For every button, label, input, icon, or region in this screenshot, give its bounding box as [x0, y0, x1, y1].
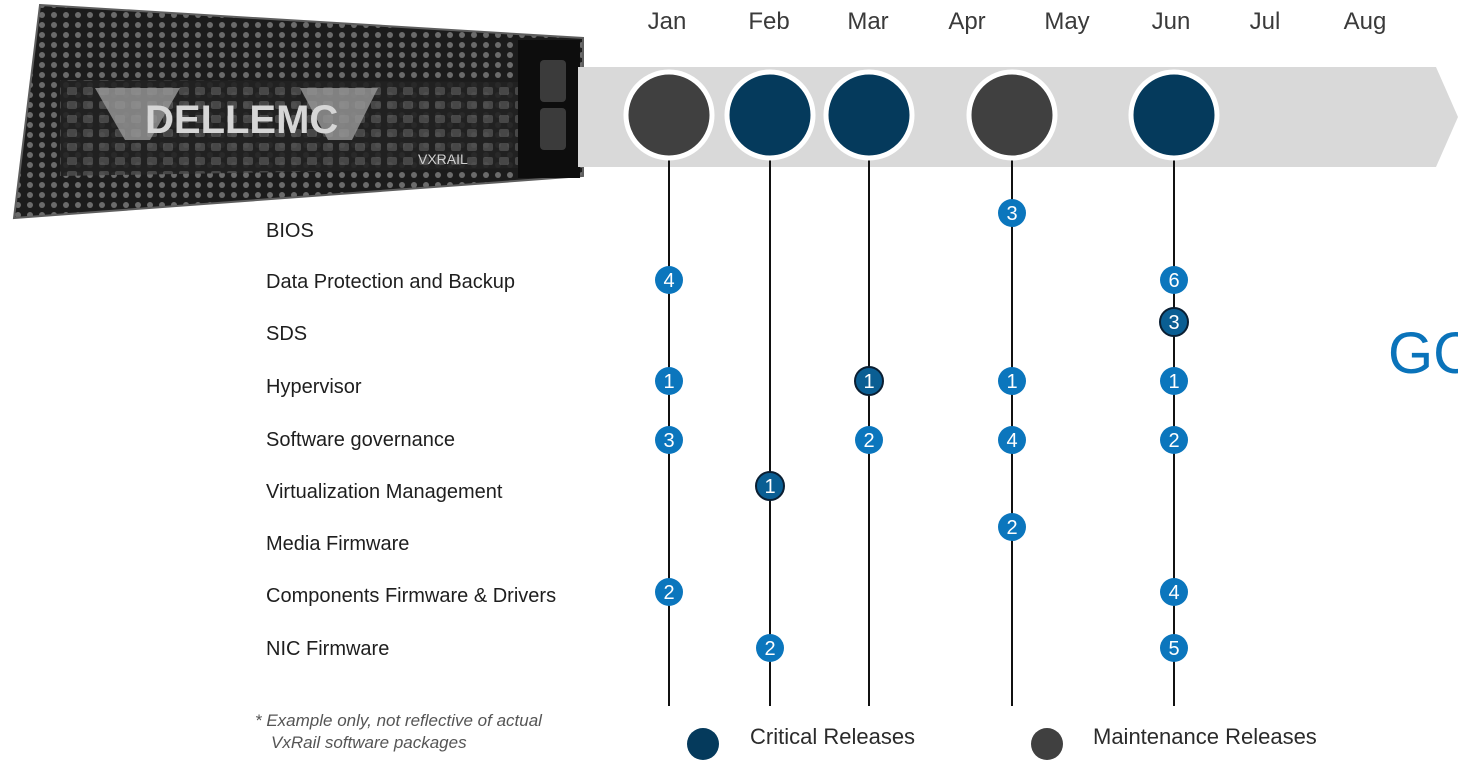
badge-number: 2: [1006, 517, 1017, 539]
badge-jun-hypervisor: 1: [1160, 367, 1188, 395]
badge-number: 2: [764, 638, 775, 660]
footnote-line-2: VxRail software packages: [271, 733, 467, 752]
category-label-nic-firmware: NIC Firmware: [266, 638, 390, 660]
category-label-components-firmware-and-drivers: Components Firmware & Drivers: [266, 585, 557, 607]
maintenance-legend-marker: [1031, 728, 1063, 760]
badge-may-bios: 3: [998, 199, 1026, 227]
category-label-virtualization-management: Virtualization Management: [266, 481, 503, 503]
month-label-may: May: [1044, 8, 1090, 35]
badge-jun-software-governance: 2: [1160, 426, 1188, 454]
footnote: * Example only, not reflective of actual…: [255, 710, 542, 754]
badge-number: 2: [1168, 430, 1179, 452]
badge-number: 4: [1168, 582, 1179, 604]
release-node-jun-critical: [1128, 69, 1220, 161]
badge-jun-components-firmware-and-drivers: 4: [1160, 578, 1188, 606]
month-label-jun: Jun: [1151, 8, 1191, 35]
badge-may-hypervisor: 1: [998, 367, 1026, 395]
badge-jun-nic-firmware: 5: [1160, 634, 1188, 662]
badge-number: 3: [1006, 203, 1017, 225]
category-label-bios: BIOS: [266, 220, 314, 242]
badge-jan-software-governance: 3: [655, 426, 683, 454]
category-label-sds: SDS: [266, 323, 308, 345]
badge-number: 3: [1168, 312, 1179, 334]
month-label-jan: Jan: [647, 8, 687, 35]
category-label-media-firmware: Media Firmware: [266, 533, 410, 555]
badge-jun-data-protection-and-backup: 6: [1160, 266, 1188, 294]
badge-number: 2: [663, 582, 674, 604]
badge-number: 6: [1168, 270, 1179, 292]
vxrail-label: VXRAIL: [418, 151, 468, 167]
badge-number: 2: [863, 430, 874, 452]
critical-legend-label: Critical Releases: [750, 724, 916, 749]
badge-number: 1: [1006, 371, 1017, 393]
critical-legend-marker: [687, 728, 719, 760]
badge-feb-nic-firmware: 2: [756, 634, 784, 662]
category-label-software-governance: Software governance: [266, 429, 456, 451]
badge-jan-hypervisor: 1: [655, 367, 683, 395]
badge-feb-virtualization-management: 1: [755, 471, 785, 501]
badge-number: 3: [663, 430, 674, 452]
badge-mar-hypervisor: 1: [854, 366, 884, 396]
release-node-may-maintenance: [966, 69, 1058, 161]
badge-number: 4: [1006, 430, 1017, 452]
month-label-feb: Feb: [748, 8, 790, 35]
badge-may-software-governance: 4: [998, 426, 1026, 454]
month-label-aug: Aug: [1343, 8, 1387, 35]
badge-mar-software-governance: 2: [855, 426, 883, 454]
release-node-jan-maintenance: [623, 69, 715, 161]
release-node-mar-critical: [823, 69, 915, 161]
category-label-hypervisor: Hypervisor: [266, 376, 362, 398]
month-label-jul: Jul: [1249, 8, 1281, 35]
category-label-data-protection-and-backup: Data Protection and Backup: [266, 271, 516, 293]
badge-jan-components-firmware-and-drivers: 2: [655, 578, 683, 606]
month-label-mar: Mar: [847, 8, 889, 35]
svg-text:DELLEMC: DELLEMC: [145, 98, 338, 142]
maintenance-legend-label: Maintenance Releases: [1093, 724, 1317, 749]
footnote-line-1: * Example only, not reflective of actual: [255, 711, 542, 730]
vxrail-server-image: DELLEMC VXRAIL: [12, 3, 584, 220]
badge-jun-sds: 3: [1159, 307, 1189, 337]
cropped-side-text: GC: [1388, 321, 1458, 386]
badge-number: 5: [1168, 638, 1179, 660]
dell-emc-logo: DELLEMC: [145, 98, 338, 142]
release-node-feb-critical: [724, 69, 816, 161]
badge-may-media-firmware: 2: [998, 513, 1026, 541]
badge-number: 4: [663, 270, 674, 292]
badge-number: 1: [764, 476, 775, 498]
month-label-apr: Apr: [948, 8, 986, 35]
badge-number: 1: [1168, 371, 1179, 393]
badge-jan-data-protection-and-backup: 4: [655, 266, 683, 294]
badge-number: 1: [863, 371, 874, 393]
badge-number: 1: [663, 371, 674, 393]
